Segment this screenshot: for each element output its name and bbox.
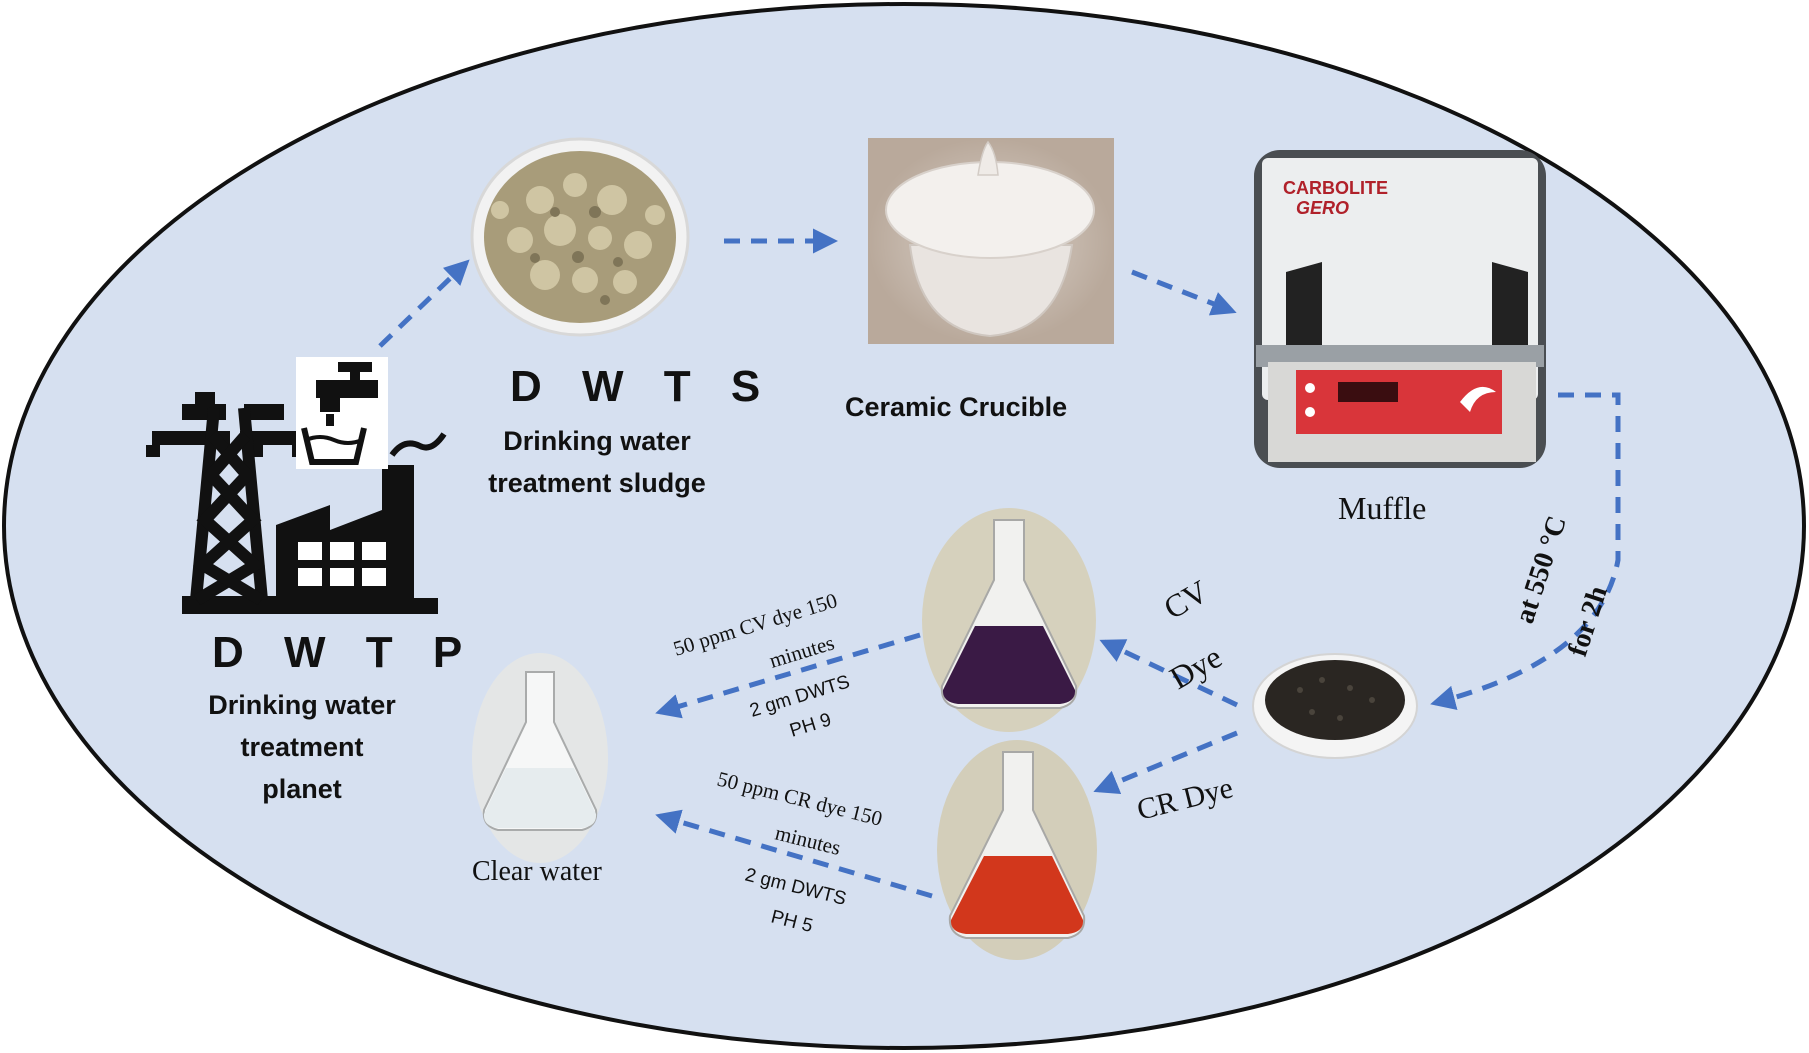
muffle-brand-1: CARBOLITE (1283, 178, 1388, 198)
crucible-label: Ceramic Crucible (845, 392, 1068, 422)
sludge-dish-photo (470, 137, 690, 337)
dwtp-title: D W T P (212, 628, 477, 677)
arrow-crucible-to-muffle (1131, 269, 1237, 316)
dwtp-subtitle-2: treatment (240, 732, 364, 762)
water-treatment-plant-icon (146, 357, 447, 614)
dwtp-subtitle-3: planet (262, 774, 342, 804)
calcined-sludge-dish-photo (1252, 653, 1418, 759)
cr-dye-flask-photo (937, 740, 1097, 960)
muffle-brand-2: GERO (1296, 198, 1349, 218)
ceramic-crucible-photo (868, 138, 1114, 344)
flow-arrows (378, 228, 1621, 899)
muffle-furnace-photo: CARBOLITE GERO (1254, 150, 1546, 468)
clear-water-label: Clear water (472, 856, 602, 887)
arrow-cr-to-clear (655, 809, 933, 899)
arrow-cv-to-clear (655, 632, 921, 719)
arrow-muffle-to-adsorbent (1430, 392, 1621, 711)
cv-dye-flask-photo (922, 508, 1096, 732)
dwts-subtitle-2: treatment sludge (488, 468, 706, 498)
dwtp-subtitle-1: Drinking water (208, 690, 396, 720)
muffle-label: Muffle (1338, 490, 1427, 526)
arrow-dwtp-to-dwts (378, 259, 470, 348)
dwts-title: D W T S (510, 362, 775, 411)
clear-water-flask-photo (472, 653, 608, 863)
arrow-adsorbent-to-cv (1099, 639, 1239, 708)
dwts-subtitle-1: Drinking water (503, 426, 691, 456)
